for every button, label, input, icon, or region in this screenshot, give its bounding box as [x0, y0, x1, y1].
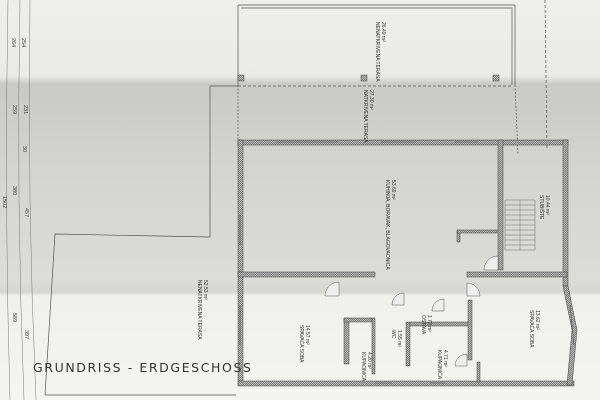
dimension-label: 259: [11, 105, 17, 114]
room-bathroom-2: KUPAONICA4.71 m²: [436, 350, 448, 380]
dimension-label: 589: [11, 313, 17, 322]
dimension-label: 264: [10, 38, 16, 47]
room-upper-uncovered-terrace: NENATKRIVENA TERASA26.49 m²: [374, 22, 386, 82]
dimension-label: 457: [23, 208, 29, 217]
room-bedroom-2: SPAVAĆA SOBA13.62 m²: [528, 310, 540, 348]
room-staircase: STUBIŠTE10.44 m²: [538, 195, 550, 220]
room-bedroom-1: SPAVAĆA SOBA14.57 m²: [298, 325, 310, 363]
room-wc: WC1.55 m²: [390, 330, 402, 347]
upper-terrace-outline: [44, 0, 548, 396]
room-bathroom-1: KUPAONICA4.20 m²: [360, 352, 372, 382]
dimension-label: 231: [22, 105, 28, 114]
room-labels: NENATKRIVENA TERASA26.49 m² NATKRIVENA T…: [196, 22, 550, 382]
dimension-label: 30: [21, 146, 27, 152]
room-kitchen-living-dining: KUHINJA, BORAVAK, BLAGOVAONICA53.69 m²: [384, 180, 396, 270]
dimension-label: 254: [20, 38, 26, 47]
stairs: [504, 199, 536, 251]
dimension-label: 397: [23, 330, 29, 339]
doors: [324, 255, 499, 367]
walls: [237, 139, 578, 387]
dimension-labels: 264 254 231 259 30 380 1502 457 589 397: [1, 38, 29, 339]
columns: [237, 74, 500, 82]
dimension-label: 1502: [1, 196, 7, 208]
room-storage: OSTAVA1.72 m²: [420, 315, 432, 335]
dimension-lines: [6, 0, 37, 400]
dimension-label: 380: [11, 186, 17, 195]
windows: [239, 141, 575, 384]
room-left-uncovered-terrace: NENATKRIVENA TERASA52.53 m²: [196, 280, 208, 340]
room-covered-terrace: NATKRIVENA TERASA27.30 m²: [362, 90, 374, 143]
drawing-title: GRUNDRISS - ERDGESCHOSS: [33, 360, 253, 375]
